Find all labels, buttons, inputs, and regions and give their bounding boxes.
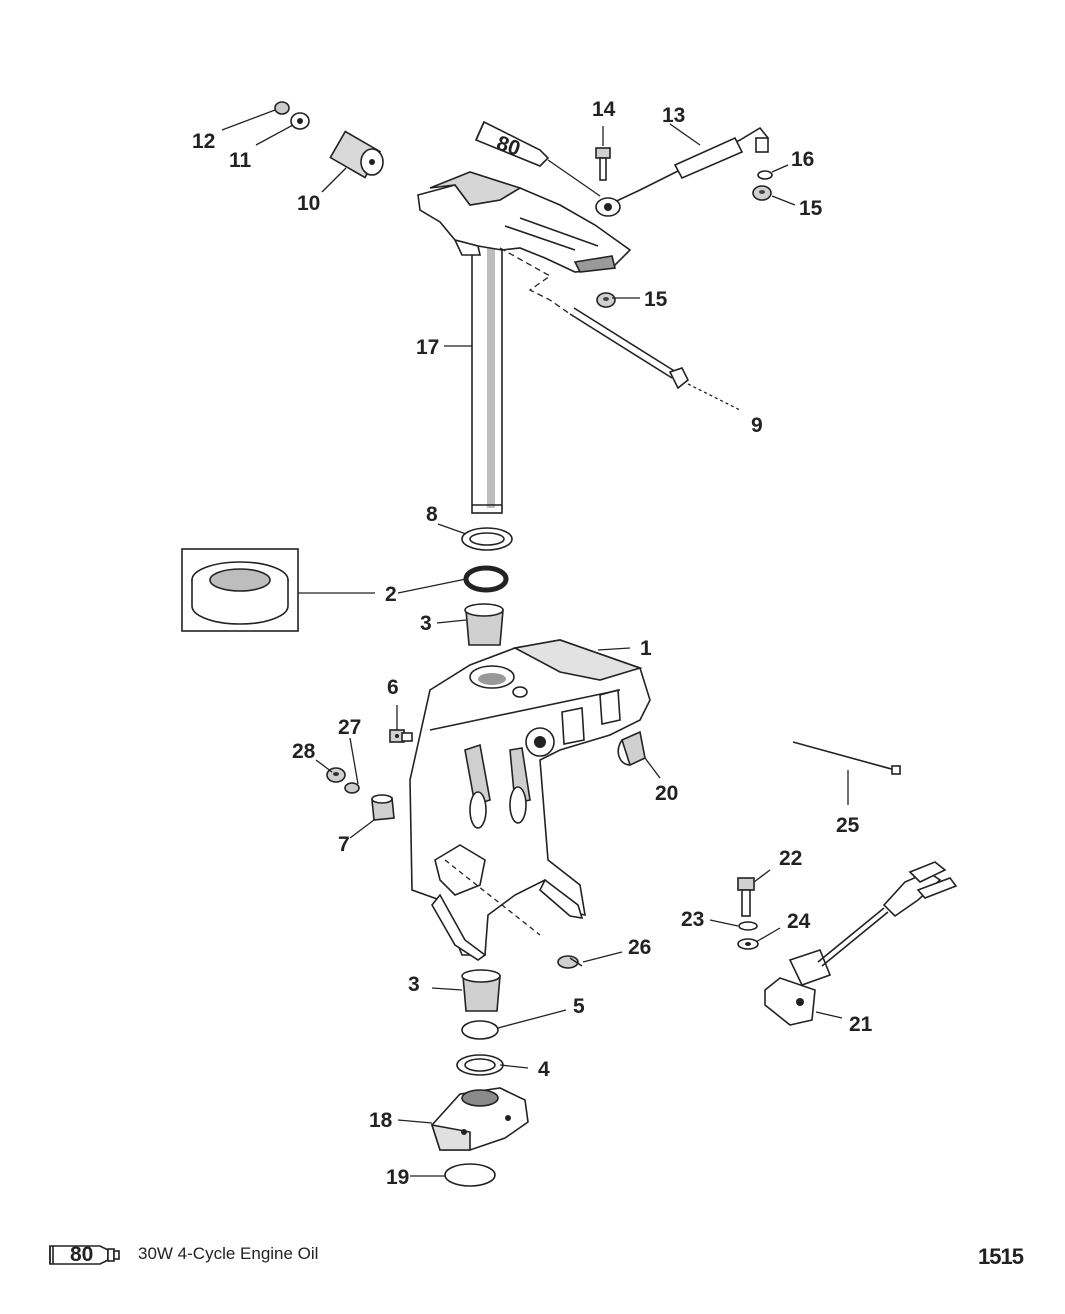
part-9-long-bolt	[499, 247, 741, 411]
callout-13: 13	[662, 104, 685, 127]
part-12-nut	[274, 101, 290, 115]
part-14-bolt	[595, 147, 611, 181]
part-26-screw	[557, 955, 583, 969]
part-8-washer	[461, 527, 513, 551]
part-22-bolt	[737, 877, 755, 917]
part-2-detail-box	[181, 548, 375, 632]
part-5-snap-ring	[461, 1020, 499, 1040]
legend-tube-number: 80	[70, 1243, 93, 1266]
part-16-washer	[757, 170, 773, 180]
callout-numbers: 1 2 3 3 4 5 6 7 8 9 10 11 12 13 14 15 15…	[192, 98, 873, 1189]
callout-11: 11	[229, 149, 252, 172]
callout-3-upper: 3	[420, 612, 432, 635]
part-3-bushing-lower	[461, 969, 501, 1012]
part-19-ring	[444, 1163, 496, 1187]
page-number: 1515	[978, 1244, 1024, 1269]
part-10-shift-rail-bushing	[329, 130, 384, 179]
callout-20: 20	[655, 782, 678, 805]
leader-lines	[221, 109, 849, 1177]
callout-27: 27	[338, 716, 361, 739]
callout-22: 22	[779, 847, 802, 870]
part-15-nut-upper	[752, 185, 772, 201]
lubricant-tube-icon: 80	[474, 120, 601, 197]
legend-tube-icon: 80	[49, 1243, 120, 1266]
callout-1: 1	[640, 637, 652, 660]
part-13-linkage-rod	[595, 126, 769, 217]
part-18-steering-yoke	[430, 1087, 529, 1151]
legend-description: 30W 4-Cycle Engine Oil	[138, 1244, 319, 1263]
callout-15-lower: 15	[644, 288, 668, 311]
callout-23: 23	[681, 908, 704, 931]
callout-2: 2	[385, 583, 397, 606]
callout-15-upper: 15	[799, 197, 823, 220]
part-4-washer	[456, 1054, 504, 1076]
part-2-seal-ring	[463, 565, 509, 593]
part-7-bushing	[371, 794, 395, 821]
part-25-cable-tie	[792, 741, 901, 775]
callout-3-lower: 3	[408, 973, 420, 996]
callout-14: 14	[592, 98, 616, 121]
part-27-washer	[344, 782, 360, 794]
part-6-grease-fitting	[389, 729, 413, 743]
callout-21: 21	[849, 1013, 873, 1036]
part-20-clip	[617, 730, 646, 767]
callout-28: 28	[292, 740, 316, 763]
part-23-washer	[738, 921, 758, 931]
callout-24: 24	[787, 910, 811, 933]
part-3-bushing-upper	[464, 603, 504, 646]
part-1-swivel-bracket	[409, 639, 651, 961]
callout-8: 8	[426, 503, 438, 526]
part-15-nut-lower	[596, 292, 616, 308]
callout-18: 18	[369, 1109, 393, 1132]
callout-26: 26	[628, 936, 651, 959]
callout-5: 5	[573, 995, 585, 1018]
callout-7: 7	[338, 833, 350, 856]
callout-16: 16	[791, 148, 814, 171]
callout-25: 25	[836, 814, 860, 837]
part-11-washer	[290, 112, 310, 130]
callout-10: 10	[297, 192, 320, 215]
callout-9: 9	[751, 414, 763, 437]
callout-19: 19	[386, 1166, 409, 1189]
callout-4: 4	[538, 1058, 550, 1081]
callout-12: 12	[192, 130, 215, 153]
part-17-steering-arm	[417, 171, 632, 514]
part-21-trim-sender	[764, 861, 958, 1026]
part-24-washer	[737, 938, 759, 950]
callout-17: 17	[416, 336, 439, 359]
callout-6: 6	[387, 676, 399, 699]
